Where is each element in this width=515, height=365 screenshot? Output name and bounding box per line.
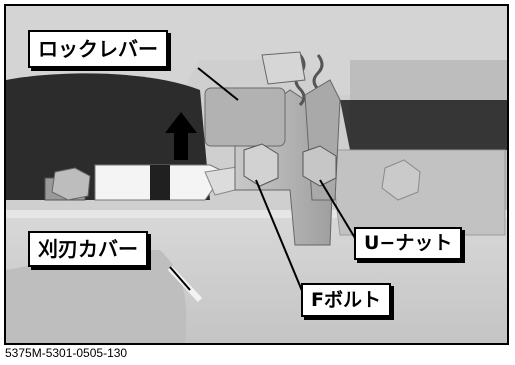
f-bolt-label: Fボルト [301,283,391,317]
lock-lever-label: ロックレバー [28,30,168,68]
up-arrow-icon [165,112,197,160]
leader-fbolt [255,179,306,299]
blade-band [150,165,170,200]
cover-curve [6,250,187,343]
small-nut-left [51,167,91,201]
leader-unut [319,179,359,244]
hex-bolt-head [381,159,421,201]
figure-code: 5375M-5301-0505-130 [5,346,128,360]
f-bolt-head [243,143,279,187]
leader-lock [197,67,239,101]
lever-link [261,51,306,85]
u-nut-shape [302,145,337,187]
lock-lever-body [204,87,286,147]
u-nut-label: U−ナット [354,227,463,260]
cutter-cover-label: 刈刃カバー [28,231,148,267]
leader-cover [169,266,191,291]
right-dark-gap [340,100,507,150]
